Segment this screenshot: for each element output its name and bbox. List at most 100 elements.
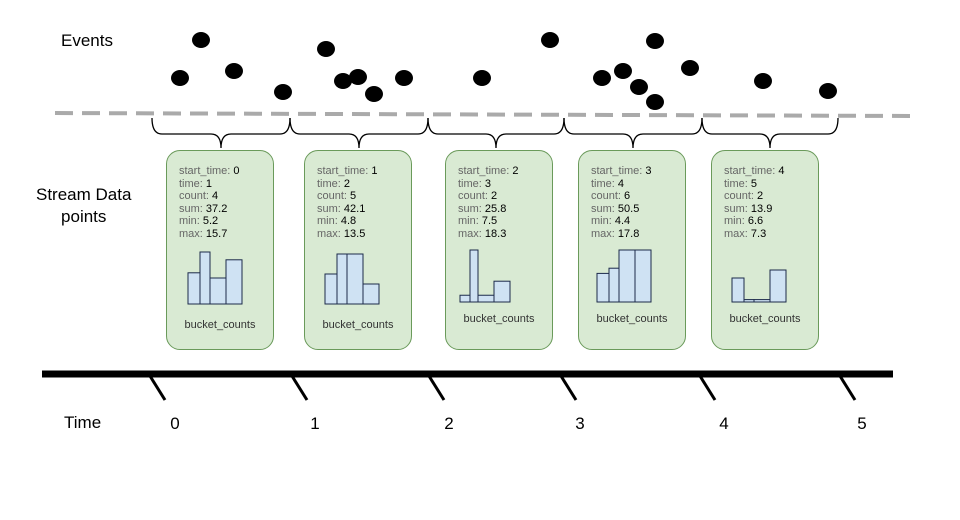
value-min: 6.6 bbox=[747, 215, 764, 227]
stream-data-points-label: Stream Data points bbox=[36, 184, 131, 228]
value-start-time: 2 bbox=[512, 165, 519, 177]
key-count: count: bbox=[724, 190, 754, 202]
key-time: time: bbox=[591, 177, 615, 190]
key-min: min: bbox=[591, 215, 612, 227]
tick-label-5: 5 bbox=[857, 414, 867, 433]
stream-label-line1: Stream Data bbox=[36, 185, 132, 204]
value-count: 4 bbox=[212, 190, 219, 202]
time-tick bbox=[427, 375, 446, 401]
events-label: Events bbox=[61, 31, 113, 50]
key-max: max: bbox=[724, 227, 748, 240]
bucket-bar bbox=[225, 259, 243, 305]
key-start-time: start_time: bbox=[179, 165, 231, 177]
event-dot bbox=[681, 60, 699, 76]
tick-label-2: 2 bbox=[444, 414, 454, 433]
value-start-time: 4 bbox=[778, 165, 785, 177]
bucket-bar bbox=[362, 283, 380, 305]
window-brace bbox=[151, 117, 291, 149]
bucket-bar bbox=[596, 272, 610, 303]
window-brace bbox=[563, 117, 703, 149]
value-time: 4 bbox=[617, 177, 625, 190]
value-start-time: 1 bbox=[371, 165, 378, 177]
key-sum: sum: bbox=[591, 202, 615, 215]
window-braces bbox=[151, 117, 839, 149]
bucket-histogram bbox=[459, 249, 511, 303]
tick-label-0: 0 bbox=[170, 414, 180, 433]
bucket-histogram bbox=[187, 251, 243, 305]
value-start-time: 0 bbox=[233, 165, 240, 177]
event-dot bbox=[754, 73, 772, 89]
event-dot bbox=[225, 63, 243, 79]
event-dot bbox=[274, 84, 292, 100]
bucket-bar bbox=[608, 267, 620, 303]
bucket-bar bbox=[469, 249, 479, 303]
value-time: 1 bbox=[205, 177, 213, 190]
data-point-card-3: start_time: 3 time: 4 count: 6 sum: 50.5… bbox=[578, 150, 686, 350]
bucket-histogram bbox=[324, 253, 380, 305]
event-dot bbox=[646, 94, 664, 110]
value-count: 6 bbox=[624, 190, 631, 202]
value-sum: 25.8 bbox=[484, 202, 507, 215]
bucket-counts-label: bucket_counts bbox=[596, 313, 668, 325]
key-max: max: bbox=[458, 227, 482, 240]
event-dot bbox=[334, 73, 352, 89]
value-sum: 42.1 bbox=[343, 202, 366, 215]
value-max: 18.3 bbox=[484, 227, 507, 240]
key-sum: sum: bbox=[317, 202, 341, 215]
key-min: min: bbox=[179, 215, 200, 227]
event-dot bbox=[819, 83, 837, 99]
key-count: count: bbox=[458, 190, 488, 202]
bucket-bar bbox=[209, 277, 227, 305]
card-stats: start_time: 0 time: 1 count: 4 sum: 37.2… bbox=[179, 165, 240, 240]
bucket-histogram bbox=[596, 249, 652, 303]
data-point-card-0: start_time: 0 time: 1 count: 4 sum: 37.2… bbox=[166, 150, 274, 350]
card-stats: start_time: 3 time: 4 count: 6 sum: 50.5… bbox=[591, 165, 652, 240]
time-ticks bbox=[148, 375, 857, 401]
value-sum: 13.9 bbox=[750, 202, 773, 215]
bucket-counts-label: bucket_counts bbox=[729, 313, 801, 325]
event-dots bbox=[171, 32, 837, 110]
value-time: 5 bbox=[750, 177, 758, 190]
value-max: 17.8 bbox=[617, 227, 640, 240]
key-max: max: bbox=[317, 227, 341, 240]
key-sum: sum: bbox=[724, 202, 748, 215]
key-count: count: bbox=[591, 190, 621, 202]
event-dot bbox=[395, 70, 413, 86]
key-max: max: bbox=[179, 227, 203, 240]
key-sum: sum: bbox=[458, 202, 482, 215]
time-label: Time bbox=[64, 413, 102, 432]
event-dot bbox=[317, 41, 335, 57]
key-time: time: bbox=[179, 177, 203, 190]
tick-label-1: 1 bbox=[310, 414, 320, 433]
event-dot bbox=[473, 70, 491, 86]
value-time: 2 bbox=[343, 177, 351, 190]
data-point-card-1: start_time: 1 time: 2 count: 5 sum: 42.1… bbox=[304, 150, 412, 350]
dashed-divider bbox=[54, 111, 913, 118]
bucket-bar bbox=[187, 272, 201, 305]
bucket-bar bbox=[493, 280, 511, 303]
time-tick bbox=[698, 375, 717, 401]
data-point-card-2: start_time: 2 time: 3 count: 2 sum: 25.8… bbox=[445, 150, 553, 350]
value-count: 5 bbox=[350, 190, 357, 202]
bucket-histogram bbox=[731, 269, 787, 303]
value-min: 7.5 bbox=[481, 215, 498, 227]
bucket-bar bbox=[336, 253, 348, 305]
event-dot bbox=[192, 32, 210, 48]
time-tick bbox=[148, 375, 167, 401]
time-tick bbox=[838, 375, 857, 401]
bucket-bar bbox=[324, 273, 338, 305]
window-brace bbox=[701, 117, 839, 149]
value-min: 4.8 bbox=[340, 215, 357, 227]
value-sum: 50.5 bbox=[617, 202, 640, 215]
card-stats: start_time: 1 time: 2 count: 5 sum: 42.1… bbox=[317, 165, 378, 240]
key-min: min: bbox=[724, 215, 745, 227]
bucket-bar bbox=[459, 294, 471, 303]
key-max: max: bbox=[591, 227, 615, 240]
bucket-bar bbox=[477, 294, 495, 303]
key-time: time: bbox=[317, 177, 341, 190]
bucket-counts-label: bucket_counts bbox=[322, 319, 394, 331]
value-min: 4.4 bbox=[614, 215, 631, 227]
time-tick bbox=[290, 375, 309, 401]
event-dot bbox=[541, 32, 559, 48]
tick-label-4: 4 bbox=[719, 414, 729, 433]
